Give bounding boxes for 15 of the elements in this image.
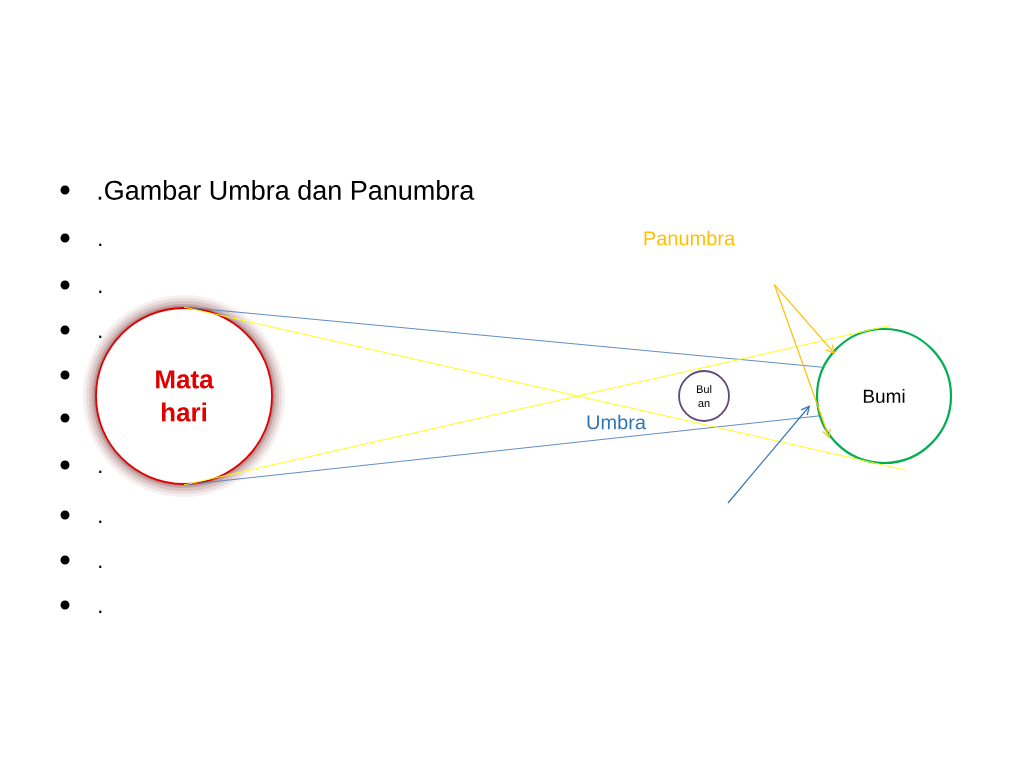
list-item: .: [99, 520, 102, 523]
list-item: .: [99, 610, 102, 613]
heading: .Gambar Umbra dan Panumbra: [98, 180, 475, 200]
light-ray: [183, 324, 893, 486]
list-item: .: [99, 565, 102, 568]
list-item: .: [99, 335, 102, 338]
light-ray: [183, 306, 823, 368]
arrow: [773, 283, 836, 355]
list-item: .: [99, 243, 102, 246]
light-ray: [183, 306, 906, 471]
arrow: [727, 405, 811, 504]
arrow: [773, 283, 831, 439]
list-item: .: [99, 470, 102, 473]
umbra-label: Umbra: [587, 414, 646, 430]
penumbra-label: Panumbra: [644, 230, 736, 246]
